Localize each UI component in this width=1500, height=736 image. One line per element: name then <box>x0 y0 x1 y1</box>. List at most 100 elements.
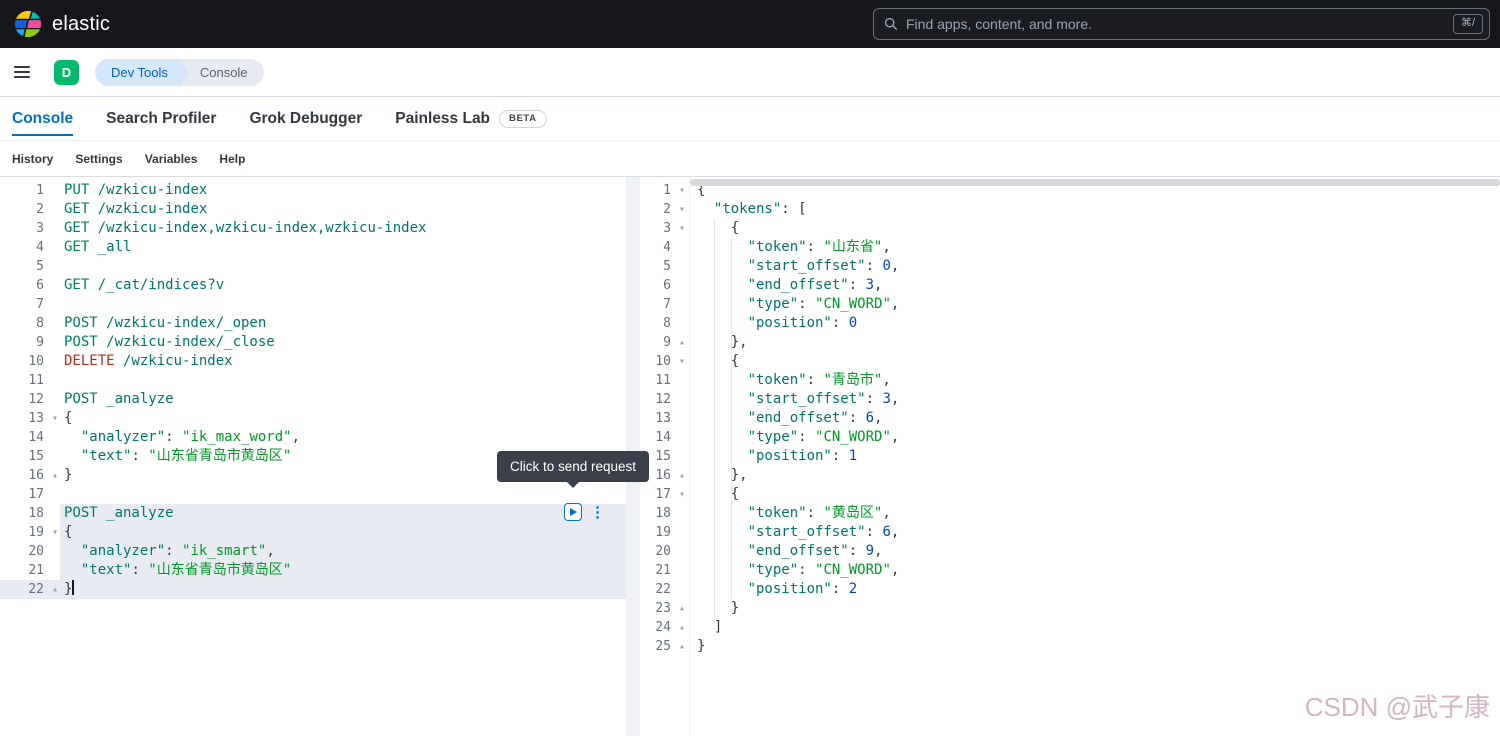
fold-open-icon[interactable]: ▾ <box>678 204 685 215</box>
fold-open-icon[interactable]: ▾ <box>678 185 685 196</box>
gutter-line: 13 <box>655 411 671 426</box>
menu-icon[interactable] <box>14 60 38 84</box>
code-line[interactable]: "token": "山东省", <box>747 239 891 255</box>
tab-console[interactable]: Console <box>12 97 74 140</box>
tab-search-profiler[interactable]: Search Profiler <box>106 109 217 127</box>
code-line[interactable] <box>60 295 640 314</box>
response-code[interactable]: { "tokens": [ { "token": "山东省", "start_o… <box>690 177 1500 736</box>
fold-close-icon[interactable]: ▴ <box>51 470 58 481</box>
code-line[interactable]: "tokens": [ <box>713 201 807 217</box>
code-line[interactable]: "analyzer": "ik_smart", <box>60 542 640 561</box>
code-line[interactable]: POST _analyze <box>64 391 174 407</box>
fold-close-icon[interactable]: ▴ <box>678 603 685 614</box>
response-hscrollbar[interactable] <box>690 179 1500 186</box>
home-link[interactable]: elastic <box>14 10 110 38</box>
code-line[interactable]: "analyzer": "ik_max_word", <box>80 429 301 445</box>
code-line[interactable]: "token": "黄岛区", <box>747 505 891 521</box>
code-line[interactable]: "start_offset": 0, <box>747 258 900 274</box>
code-line[interactable]: POST _analyze <box>60 504 640 523</box>
gutter-line: 23▴ <box>655 601 685 616</box>
tab-painless-lab[interactable]: Painless Lab BETA <box>395 97 547 140</box>
fold-open-icon[interactable]: ▾ <box>678 223 685 234</box>
gutter-line: 5 <box>36 259 44 274</box>
gutter-line: 20 <box>655 544 671 559</box>
gutter-line: 9 <box>36 335 44 350</box>
code-line[interactable]: { <box>697 486 740 502</box>
fold-close-icon[interactable]: ▴ <box>678 622 685 633</box>
request-options-icon[interactable]: ⋮ <box>590 502 605 521</box>
help-menu[interactable]: Help <box>219 151 246 166</box>
code-line[interactable]: { <box>697 353 740 369</box>
variables-menu[interactable]: Variables <box>144 151 198 166</box>
code-line[interactable]: PUT /wzkicu-index <box>64 182 208 198</box>
code-line[interactable]: "start_offset": 3, <box>747 391 900 407</box>
code-line[interactable]: }, <box>697 467 748 483</box>
search-input[interactable] <box>906 16 1445 32</box>
breadcrumb-console[interactable]: Console <box>179 58 264 86</box>
breadcrumb-dev-tools[interactable]: Dev Tools <box>95 58 189 87</box>
global-search[interactable]: ⌘/ <box>873 8 1490 40</box>
code-line[interactable]: }, <box>697 334 748 350</box>
elastic-logo-icon <box>14 10 42 38</box>
code-line[interactable]: "end_offset": 6, <box>747 410 883 426</box>
tab-grok-debugger[interactable]: Grok Debugger <box>249 109 363 127</box>
code-line[interactable]: "start_offset": 6, <box>747 524 900 540</box>
gutter-line: 9▴ <box>663 335 685 350</box>
fold-open-icon[interactable]: ▾ <box>51 413 58 424</box>
gutter-line: 16▴ <box>28 468 58 483</box>
code-line[interactable]: GET /wzkicu-index <box>64 201 208 217</box>
code-line[interactable]: "position": 1 <box>747 448 858 464</box>
code-line[interactable]: "text": "山东省青岛市黄岛区" <box>80 448 292 464</box>
code-line[interactable]: "position": 2 <box>747 581 858 597</box>
settings-menu[interactable]: Settings <box>75 151 123 166</box>
play-icon <box>570 508 577 516</box>
gutter-line: 13▾ <box>28 411 58 426</box>
code-line[interactable]: } <box>60 580 640 599</box>
gutter-line: 21 <box>655 563 671 578</box>
code-line[interactable]: { <box>64 410 73 426</box>
code-line[interactable]: "position": 0 <box>747 315 858 331</box>
fold-open-icon[interactable]: ▾ <box>678 489 685 500</box>
code-line[interactable]: } <box>697 600 740 616</box>
code-line[interactable]: "type": "CN_WORD", <box>747 562 900 578</box>
fold-close-icon[interactable]: ▴ <box>678 470 685 481</box>
code-line[interactable]: "token": "青岛市", <box>747 372 891 388</box>
code-line[interactable]: "text": "山东省青岛市黄岛区" <box>60 561 640 580</box>
code-line[interactable]: "end_offset": 3, <box>747 277 883 293</box>
code-line[interactable]: ] <box>697 619 723 635</box>
code-line[interactable]: "end_offset": 9, <box>747 543 883 559</box>
code-line[interactable]: POST /wzkicu-index/_open <box>64 315 267 331</box>
fold-close-icon[interactable]: ▴ <box>678 641 685 652</box>
code-line[interactable]: GET /_cat/indices?v <box>64 277 225 293</box>
code-line[interactable]: } <box>64 467 73 483</box>
send-request-button[interactable] <box>564 503 582 521</box>
fold-close-icon[interactable]: ▴ <box>51 584 58 595</box>
gutter-line: 1 <box>36 183 44 198</box>
code-line[interactable]: GET _all <box>64 239 132 255</box>
code-line[interactable]: { <box>697 182 706 198</box>
space-avatar[interactable]: D <box>54 59 79 85</box>
code-line[interactable]: DELETE /wzkicu-index <box>64 353 233 369</box>
code-line[interactable]: { <box>60 523 640 542</box>
code-line[interactable]: "type": "CN_WORD", <box>747 429 900 445</box>
code-line[interactable] <box>60 485 640 504</box>
fold-open-icon[interactable]: ▾ <box>678 356 685 367</box>
code-line[interactable] <box>60 257 640 276</box>
code-line[interactable]: GET /wzkicu-index,wzkicu-index,wzkicu-in… <box>64 220 427 236</box>
history-menu[interactable]: History <box>12 151 54 166</box>
code-line[interactable]: POST /wzkicu-index/_close <box>64 334 275 350</box>
code-line[interactable]: } <box>697 638 706 654</box>
fold-close-icon[interactable]: ▴ <box>678 337 685 348</box>
gutter-line: 3▾ <box>663 221 685 236</box>
code-line[interactable] <box>60 371 640 390</box>
fold-open-icon[interactable]: ▾ <box>51 527 58 538</box>
code-line[interactable]: "type": "CN_WORD", <box>747 296 900 312</box>
send-request-tooltip: Click to send request <box>497 451 650 488</box>
indent-guide <box>714 219 715 618</box>
code-line[interactable]: { <box>697 220 740 236</box>
gutter-line: 8 <box>663 316 671 331</box>
